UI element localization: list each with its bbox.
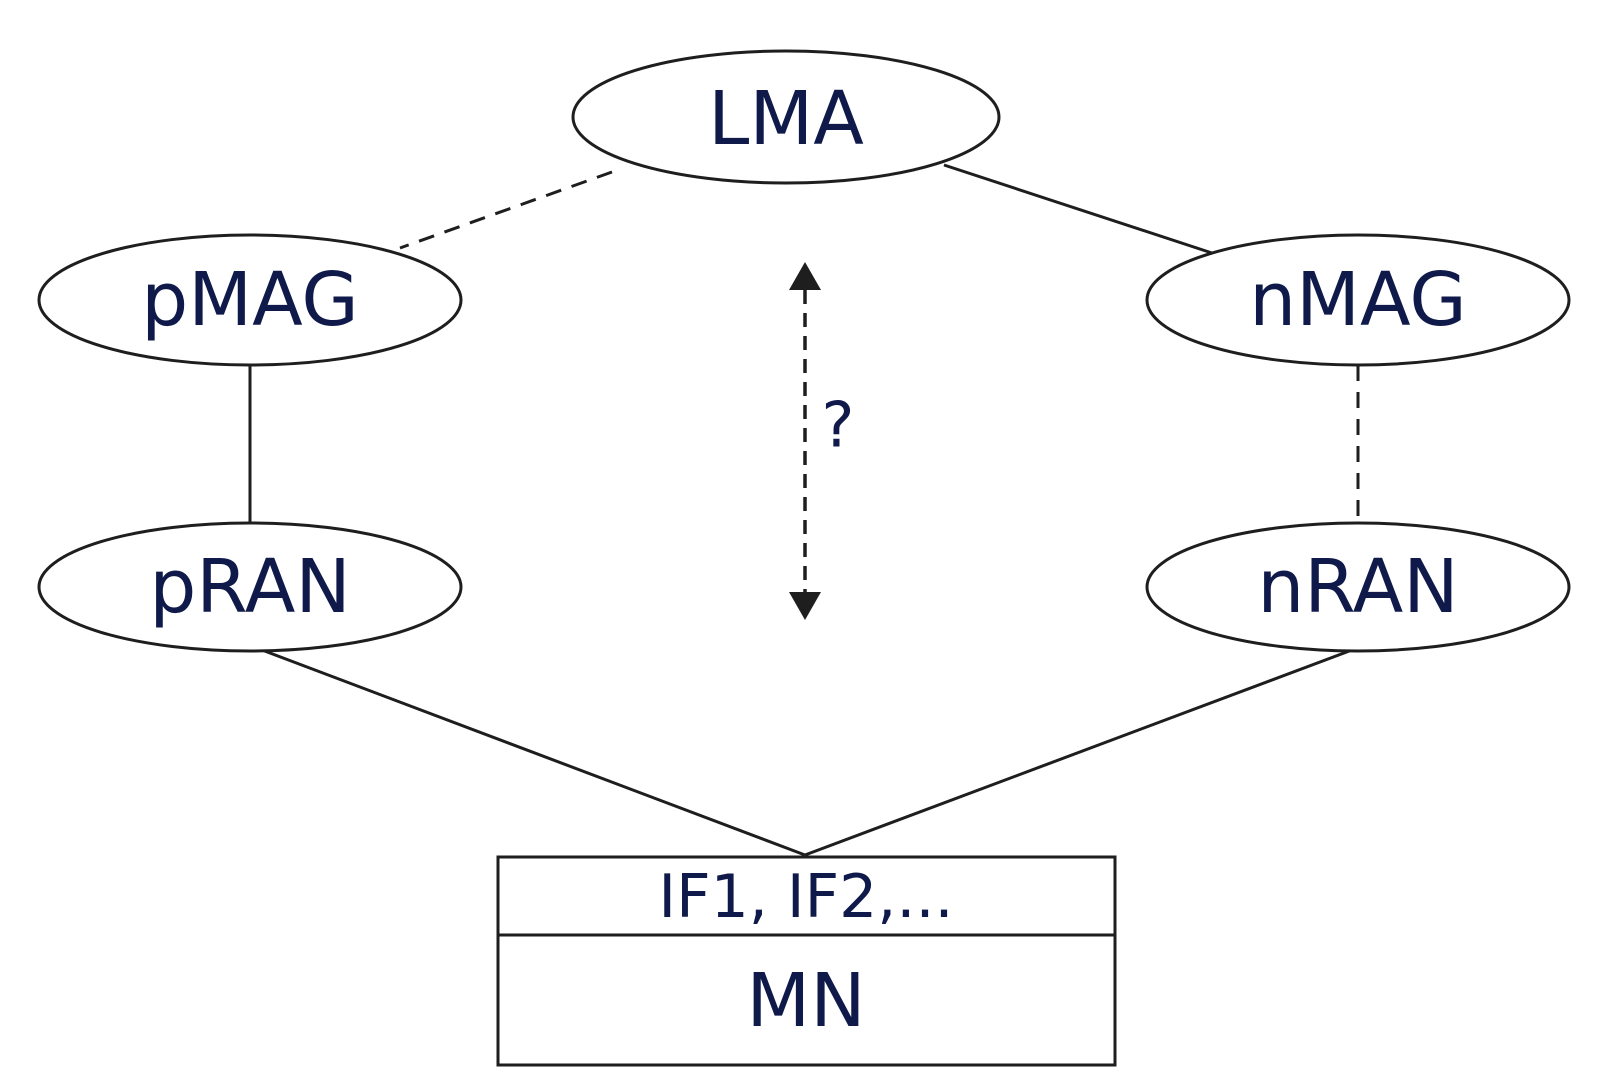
node-nran: nRAN — [1145, 521, 1571, 653]
link-lma-pmag — [399, 170, 613, 250]
link-nran-mn — [804, 648, 1353, 857]
link-lma-nmag — [943, 163, 1213, 255]
node-pmag-label: pMAG — [141, 257, 358, 343]
link-pran-mn — [261, 648, 806, 857]
node-lma-label: LMA — [708, 76, 864, 162]
node-pran: pRAN — [37, 521, 463, 653]
node-nmag: nMAG — [1145, 233, 1571, 367]
relation-question-mark: ? — [822, 389, 855, 462]
mn-interfaces-label: IF1, IF2,... — [658, 862, 953, 932]
node-lma: LMA — [571, 49, 1001, 185]
node-nran-label: nRAN — [1257, 544, 1458, 630]
mn-name-label: MN — [746, 958, 865, 1044]
node-pran-label: pRAN — [149, 544, 350, 630]
node-pmag: pMAG — [37, 233, 463, 367]
node-nmag-label: nMAG — [1249, 257, 1466, 343]
arrow-up-icon — [789, 262, 821, 290]
arrow-down-icon — [789, 592, 821, 620]
mobile-node-box: IF1, IF2,... MN — [496, 855, 1117, 1067]
